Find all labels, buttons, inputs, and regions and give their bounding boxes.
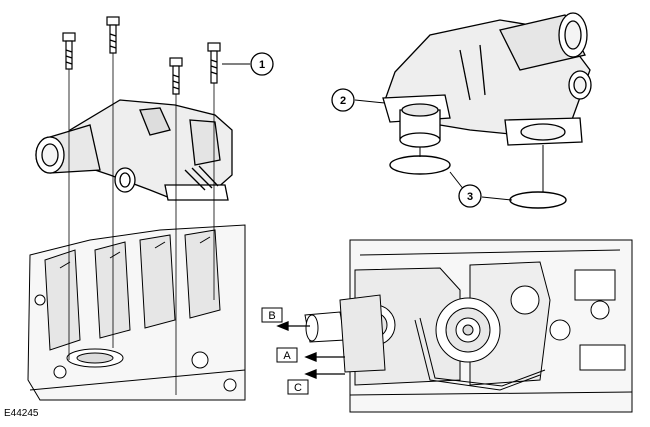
callout-2-label: 2 — [340, 95, 346, 107]
view-label-C-text: C — [294, 382, 302, 394]
gasket-upper — [389, 155, 451, 175]
figure-id: E44245 — [4, 408, 39, 419]
thermostat-housing-right — [382, 12, 592, 148]
gasket-lower — [509, 191, 567, 209]
callout-3: 3 — [458, 184, 482, 208]
callout-3-label: 3 — [467, 191, 473, 203]
callout-2: 2 — [331, 88, 355, 112]
view-label-A: A — [276, 347, 298, 363]
engine-block-left — [27, 224, 246, 401]
engine-front-view — [304, 239, 633, 413]
bolt-1 — [62, 32, 76, 70]
view-arrows — [276, 321, 345, 379]
view-label-B-text: B — [268, 310, 275, 322]
callout-1-label: 1 — [259, 59, 265, 71]
bolts-group — [62, 16, 221, 95]
view-label-A-text: A — [283, 350, 291, 362]
callout-1-circle — [250, 52, 274, 76]
bolt-4 — [207, 42, 221, 84]
view-label-C: C — [287, 379, 309, 395]
bolt-alignment-lines — [68, 53, 215, 395]
thermostat-housing-left — [35, 99, 233, 201]
callout-3-circle — [458, 184, 482, 208]
bolt-3 — [169, 57, 183, 95]
callout-2-circle — [331, 88, 355, 112]
bolt-2 — [106, 16, 120, 54]
callout-1: 1 — [250, 52, 274, 76]
view-label-B: B — [261, 307, 283, 323]
